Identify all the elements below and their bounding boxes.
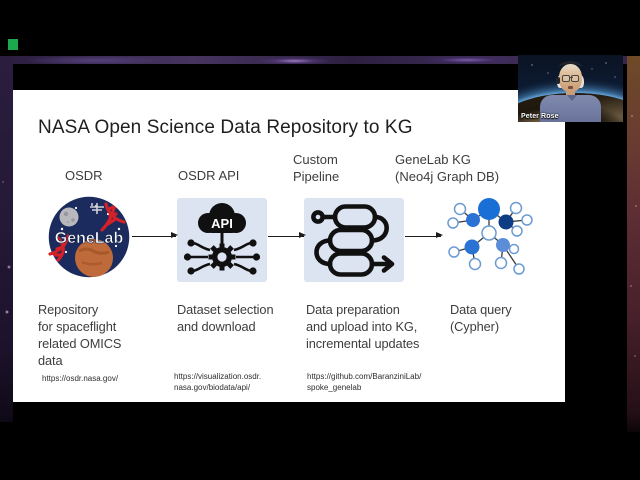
svg-text:GeneLab: GeneLab xyxy=(55,230,124,247)
arrow-osdr-to-api-icon xyxy=(132,232,178,239)
genelab-logo-icon: GeneLab xyxy=(47,195,131,279)
arrow-pipeline-to-kg-icon xyxy=(405,232,443,239)
pipeline-icon xyxy=(311,204,395,277)
osdr-api-icon-box: API xyxy=(177,198,267,282)
space-background-left-strip xyxy=(0,62,13,422)
mouth xyxy=(568,86,573,89)
headset-earcup-icon xyxy=(556,77,560,84)
column-description-pipeline: Data preparation and upload into KG, inc… xyxy=(306,302,420,351)
column-description-kg: Data query (Cypher) xyxy=(450,302,512,334)
api-cloud-gear-icon: API xyxy=(183,203,261,275)
space-background-band xyxy=(0,56,640,65)
column-description-osdr-api: Dataset selection and download xyxy=(177,302,274,334)
participant-name-label: Peter Rose xyxy=(521,113,559,120)
column-header-osdr: OSDR xyxy=(65,168,103,183)
url-github: https://github.com/BaranziniLab/ spoke_g… xyxy=(307,372,422,392)
genelab-kg-icon xyxy=(441,190,535,280)
participant-video xyxy=(518,55,623,122)
shirt xyxy=(540,95,601,122)
webcam-tile[interactable]: Peter Rose xyxy=(518,55,623,122)
presentation-slide: NASA Open Science Data Repository to KG … xyxy=(13,90,565,402)
neck xyxy=(566,91,575,97)
column-header-osdr-api: OSDR API xyxy=(178,168,240,183)
svg-text:API: API xyxy=(211,216,233,231)
url-osdr: https://osdr.nasa.gov/ xyxy=(42,374,119,383)
column-header-genelab-kg: GeneLab KG (Neo4j Graph DB) xyxy=(395,152,500,184)
slide-title: NASA Open Science Data Repository to KG xyxy=(38,117,413,138)
genelab-logo: GeneLab xyxy=(46,194,132,280)
glasses-icon xyxy=(562,75,579,82)
arrow-api-to-pipeline-icon xyxy=(268,232,306,239)
share-indicator-icon xyxy=(8,39,18,50)
custom-pipeline-icon-box xyxy=(304,198,404,282)
graph-network-icon xyxy=(447,198,533,275)
column-header-custom-pipeline: Custom Pipeline xyxy=(293,152,340,184)
space-background-right-strip xyxy=(627,56,640,432)
column-description-osdr: Repository for spaceflight related OMICS… xyxy=(38,302,122,368)
url-osdr-api: https://visualization.osdr. nasa.gov/bio… xyxy=(174,372,262,392)
headset-icon xyxy=(558,61,583,76)
